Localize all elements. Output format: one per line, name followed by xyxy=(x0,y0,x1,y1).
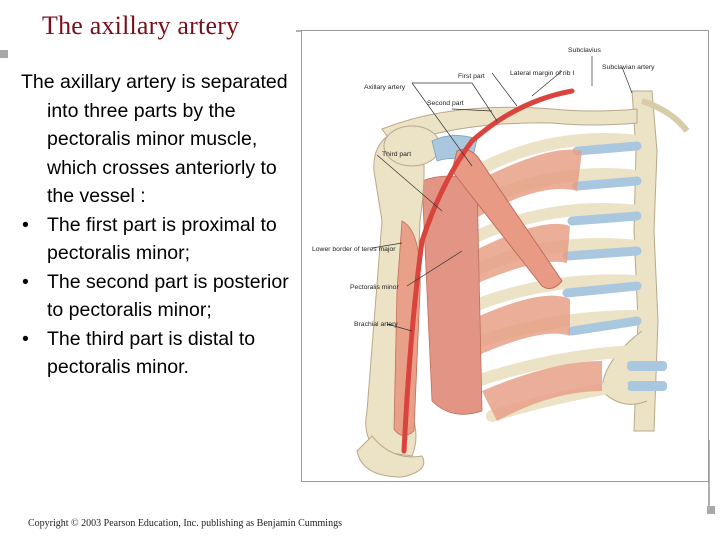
label-subclavius: Subclavius xyxy=(568,47,601,54)
bullet-text: The second part is posterior to pectoral… xyxy=(47,270,289,322)
bullet-item: • The third part is distal to pectoralis … xyxy=(21,325,296,382)
label-brachial-artery: Brachial artery xyxy=(354,321,398,328)
slide-body: The axillary artery is separated into th… xyxy=(21,68,296,382)
bullet-list: • The first part is proximal to pectorali… xyxy=(21,211,296,382)
copyright-notice: Copyright © 2003 Pearson Education, Inc.… xyxy=(28,518,342,529)
bullet-icon: • xyxy=(22,270,29,293)
decor-square xyxy=(0,50,8,58)
label-lateral-margin: Lateral margin of rib I xyxy=(510,70,574,77)
arm-muscle xyxy=(393,220,421,436)
label-first-part: First part xyxy=(458,73,485,80)
bullet-icon: • xyxy=(22,327,29,350)
bullet-item: • The second part is posterior to pectora… xyxy=(21,268,296,325)
bullet-item: • The first part is proximal to pectorali… xyxy=(21,211,296,268)
label-subclavian-artery: Subclavian artery xyxy=(602,64,655,71)
label-pectoralis-minor: Pectoralis minor xyxy=(350,284,399,291)
label-second-part: Second part xyxy=(427,100,464,107)
slide-title: The axillary artery xyxy=(42,11,240,40)
label-leader-lines xyxy=(371,56,633,332)
bullet-text: The third part is distal to pectoralis m… xyxy=(47,327,256,379)
shoulder-anatomy-drawing: Axillary artery Subclavius First part La… xyxy=(312,47,690,478)
label-third-part: Third part xyxy=(382,151,411,158)
axillary-artery xyxy=(401,88,575,454)
decor-square xyxy=(707,506,715,514)
bullet-icon: • xyxy=(22,213,29,236)
label-axillary-artery: Axillary artery xyxy=(364,84,406,91)
clavicle-bone xyxy=(381,106,638,147)
anatomy-illustration: Axillary artery Subclavius First part La… xyxy=(301,30,709,482)
serratus-muscle xyxy=(421,175,483,415)
label-lower-border: Lower border of teres major xyxy=(312,246,396,253)
figure-labels: Axillary artery Subclavius First part La… xyxy=(312,47,655,328)
side-divider xyxy=(708,440,710,510)
intro-paragraph: The axillary artery is separated into th… xyxy=(21,71,288,207)
bullet-text: The first part is proximal to pectoralis… xyxy=(47,213,277,265)
